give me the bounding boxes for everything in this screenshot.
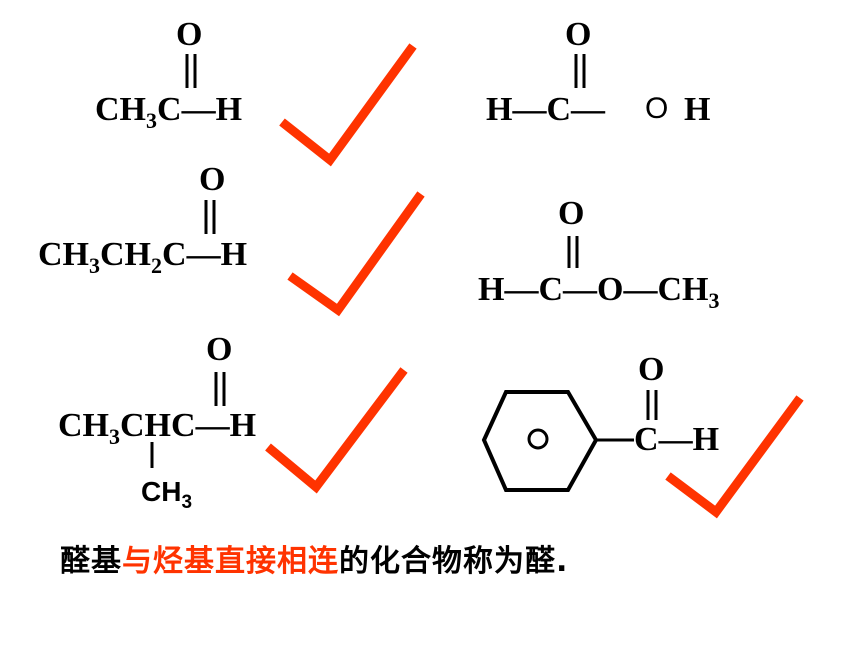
hydrogen: H [230, 407, 256, 444]
checkmark-icon [279, 43, 417, 167]
hydroxyl-hydrogen: H [684, 91, 710, 128]
propanal-structure: O CH3CH2C—H [38, 161, 247, 278]
caption-part-definition: 的化合物称为醛. [339, 544, 569, 579]
caption-part-aldehyde-group: 醛基 [60, 544, 122, 579]
carbonyl-carbon: C [538, 271, 563, 308]
carbonyl-oxygen: O [565, 16, 591, 53]
hydrogen: H [478, 271, 504, 308]
hydrogen: H [221, 236, 247, 273]
hydrogen: H [693, 421, 719, 458]
methyl-ch: CH [95, 91, 146, 128]
carbonyl-carbon: C [634, 421, 659, 458]
carbonyl-carbon: C [157, 91, 182, 128]
single-bond: — [195, 407, 231, 444]
carbonyl-oxygen: O [638, 351, 664, 388]
caption-highlight: 与烃基直接相连 [122, 544, 339, 579]
carbonyl-carbon: C [162, 236, 187, 273]
methyl-ch: CH [657, 271, 708, 308]
isobutanal-chain: CH3CHC—H [58, 407, 256, 449]
benzaldehyde-structure: O C—H [481, 351, 719, 492]
single-bond: — [503, 271, 539, 308]
single-bond: — [181, 91, 217, 128]
hydrogen: H [486, 91, 512, 128]
single-bond: — [511, 91, 547, 128]
ester-oxygen: O [597, 271, 623, 308]
subscript: 3 [146, 108, 157, 133]
hydroxyl-oxygen: O [645, 92, 668, 125]
formic-acid-chain: H—C— [486, 91, 606, 128]
checkmark-icon [265, 367, 408, 494]
branch-ch: CH [141, 476, 181, 507]
carbonyl-oxygen: O [199, 161, 225, 198]
single-bond: — [658, 421, 694, 458]
benzene-ring [481, 390, 599, 492]
methylene-ch: CH [100, 236, 151, 273]
methine-carbonyl: CHC [120, 407, 196, 444]
hydrogen: H [216, 91, 242, 128]
methyl-ch: CH [38, 236, 89, 273]
subscript: 3 [89, 253, 100, 278]
carbonyl-carbon: C [546, 91, 571, 128]
methyl-formate-chain: H—C—O—CH3 [478, 271, 719, 313]
carbonyl-oxygen: O [176, 16, 202, 53]
methyl-group: CH3C—H [95, 91, 242, 133]
subscript: 3 [109, 424, 120, 449]
methyl-formate-structure: O H—C—O—CH3 [478, 195, 719, 313]
definition-caption: 醛基与烃基直接相连的化合物称为醛. [60, 536, 568, 580]
branch-methyl: CH3 [141, 476, 192, 513]
formic-acid-structure: O H—C— O H [486, 16, 710, 128]
isobutanal-structure: O CH3CHC—H CH3 [58, 331, 256, 513]
single-bond: — [570, 91, 606, 128]
carbonyl-oxygen: O [558, 195, 584, 232]
subscript: 3 [181, 492, 192, 513]
checkmark-icon [287, 191, 425, 317]
single-bond: — [622, 271, 658, 308]
acetaldehyde-structure: O CH3C—H [95, 16, 242, 133]
subscript: 3 [708, 288, 719, 313]
subscript: 2 [151, 253, 162, 278]
single-bond: — [562, 271, 598, 308]
propanal-chain: CH3CH2C—H [38, 236, 247, 278]
carbonyl-oxygen: O [206, 331, 232, 368]
aromatic-circle [527, 428, 549, 450]
aldehyde-group: C—H [634, 421, 719, 458]
single-bond: — [186, 236, 222, 273]
checkmark-icon [665, 395, 804, 519]
methyl-ch: CH [58, 407, 109, 444]
